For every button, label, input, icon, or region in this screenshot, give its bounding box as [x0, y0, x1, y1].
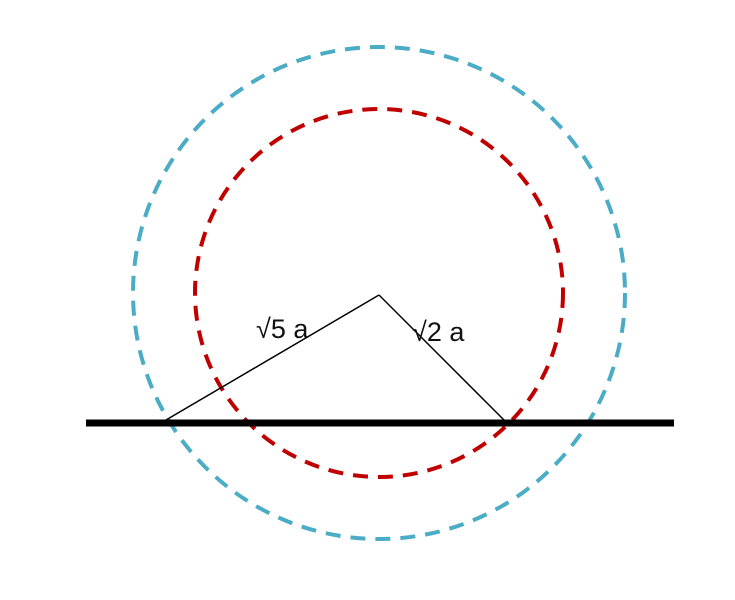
- left-segment: [165, 294, 380, 421]
- inner-dashed-circle: [193, 107, 565, 479]
- right-segment-label: √2 a: [412, 317, 465, 347]
- right-segment: [378, 294, 506, 422]
- left-segment-label: √5 a: [256, 314, 309, 344]
- outer-dashed-circle: [131, 45, 627, 541]
